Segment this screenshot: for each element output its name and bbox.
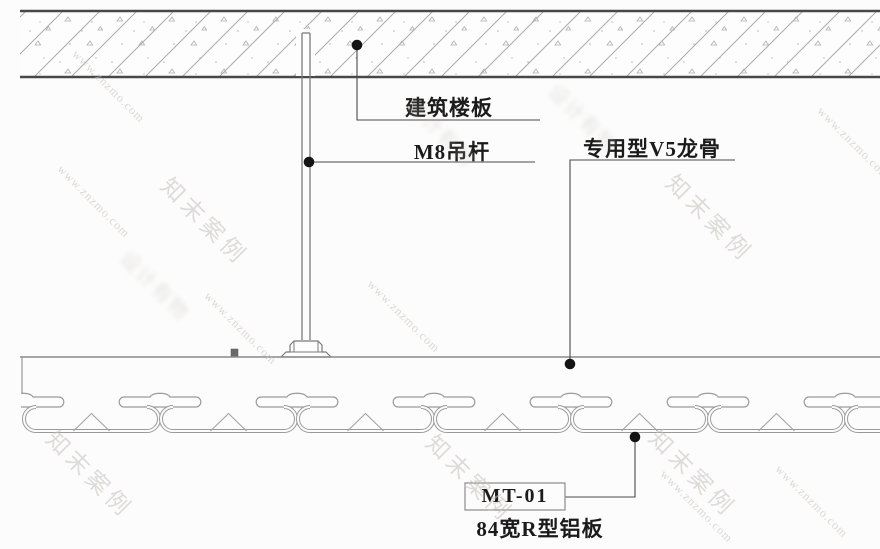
label-panel-code: MT-01 [481, 485, 549, 507]
leader-dot-slab [351, 39, 363, 51]
leader-slab [356, 45, 540, 121]
ceiling-panel [161, 407, 296, 431]
hanger-rod [296, 29, 315, 340]
leader-panel [565, 437, 636, 498]
margin-mask [0, 378, 21, 438]
ceiling-panel [298, 407, 433, 431]
keel-tab [255, 392, 339, 408]
rod-anchor-clearance [296, 29, 315, 76]
mt01-box [464, 482, 566, 511]
ceiling-panel [709, 407, 844, 431]
keel-tab [803, 392, 880, 408]
keel-tab [529, 392, 613, 408]
ceiling-panel [572, 407, 707, 431]
label-hanger-rod: M8吊杆 [413, 140, 491, 164]
ceiling-panel [24, 407, 159, 431]
label-floor-slab: 建筑楼板 [405, 96, 493, 120]
leader-lines [303, 39, 735, 511]
leader-dot-keel [564, 358, 576, 370]
leader-dot-panel [629, 431, 641, 443]
keel-tab [118, 392, 202, 408]
label-panel-type: 84宽R型铝板 [476, 517, 604, 541]
slab-stipple [20, 11, 880, 77]
label-keel: 专用型V5龙骨 [583, 137, 721, 161]
ceiling-panel [435, 407, 570, 431]
leader-dot-rod [303, 156, 315, 168]
ceiling-panel [846, 407, 880, 431]
keel-carrier [0, 356, 880, 408]
hanger-bracket [280, 340, 332, 358]
floor-slab [20, 9, 880, 79]
keel-tab [392, 392, 476, 408]
keel-tab [666, 392, 750, 408]
ceiling-panels [24, 407, 880, 431]
screw-fastener [230, 348, 239, 358]
leader-keel [569, 159, 735, 364]
